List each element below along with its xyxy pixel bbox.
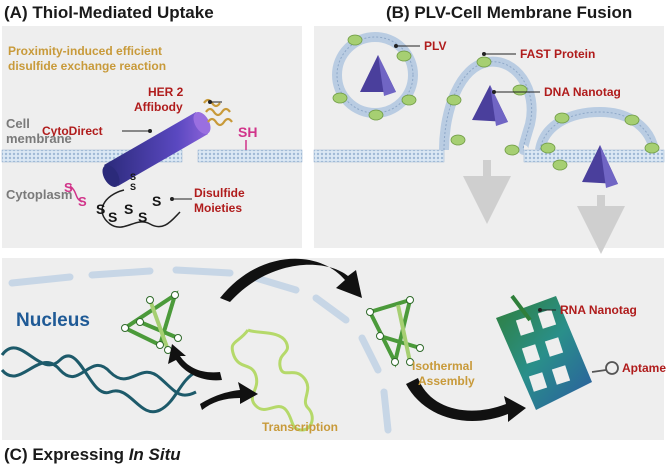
proximity-label-line1: Proximity-induced efficient: [8, 44, 163, 58]
ss-black-2: S: [108, 209, 117, 225]
plv-label: PLV: [424, 39, 447, 53]
disulfide-label-line2: Moieties: [194, 201, 243, 215]
panel-c-title: (C) Expressing In Situ: [4, 445, 181, 465]
nucleus-label: Nucleus: [16, 310, 90, 331]
disulfide-chain: [101, 189, 181, 228]
panel-c-title-italic: In Situ: [128, 445, 181, 464]
fast-protein-label: FAST Protein: [520, 47, 596, 61]
dna-nanotag-pyramids: [360, 55, 618, 188]
ss-black-5: S: [152, 193, 161, 209]
ss-black-1: S: [96, 201, 105, 217]
black-arrows: [168, 258, 526, 422]
ss-black-4: S: [138, 209, 147, 225]
cytoplasm-label: Cytoplasm: [6, 187, 73, 202]
rna-origami-left-loops: [121, 291, 182, 354]
sh-label: SH: [238, 124, 258, 140]
panel-b-membrane-left: [313, 149, 445, 163]
cell-membrane-right: [197, 149, 303, 163]
rna-origami-center-loops: [366, 296, 424, 366]
ss-small-s1: S: [130, 172, 136, 182]
aptamer-loop: [591, 361, 619, 375]
ss-pink-s2: S: [78, 194, 87, 209]
her2-label-line1: HER 2: [148, 85, 184, 99]
rna-strand: [230, 328, 314, 432]
panel-c-title-prefix: (C) Expressing: [4, 445, 129, 464]
cell-membrane-label-line1: Cell: [6, 116, 30, 131]
disulfide-label-line1: Disulfide: [194, 186, 245, 200]
cytodirect-cylinder: [102, 112, 211, 187]
fast-protein-blobs: [332, 34, 660, 171]
panel-b-title: (B) PLV-Cell Membrane Fusion: [386, 3, 633, 22]
ss-black-3: S: [124, 201, 133, 217]
panel-a-background: [2, 26, 302, 248]
transcription-label: Transcription: [262, 420, 339, 434]
nuclear-envelope: [8, 266, 392, 434]
ss-pink-bond: [69, 185, 83, 203]
her2-affibody-helices: [203, 98, 233, 127]
dna-double-helix: [0, 346, 197, 414]
rna-origami-left: [120, 290, 179, 351]
cytodirect-label: CytoDirect: [42, 124, 103, 138]
plv-fused-bulge: [535, 106, 659, 152]
her2-label-line2: Affibody: [134, 100, 183, 114]
rna-nanotag-label: RNA Nanotag: [560, 303, 637, 317]
proximity-label-line2: disulfide exchange reaction: [8, 59, 167, 73]
panel-a-title: (A) Thiol-Mediated Uptake: [4, 3, 214, 22]
ss-pink-s1: S: [64, 180, 73, 195]
aptamer-label: Aptamer: [622, 361, 666, 375]
dna-nanotag-label: DNA Nanotag: [544, 85, 621, 99]
ss-small-s2: S: [130, 182, 136, 192]
isothermal-label-line1: Isothermal: [412, 359, 473, 373]
cell-membrane-label-line2: membrane: [6, 131, 72, 146]
rna-nanotag-lattice: [496, 294, 592, 410]
isothermal-label-line2: Assembly: [418, 374, 475, 388]
